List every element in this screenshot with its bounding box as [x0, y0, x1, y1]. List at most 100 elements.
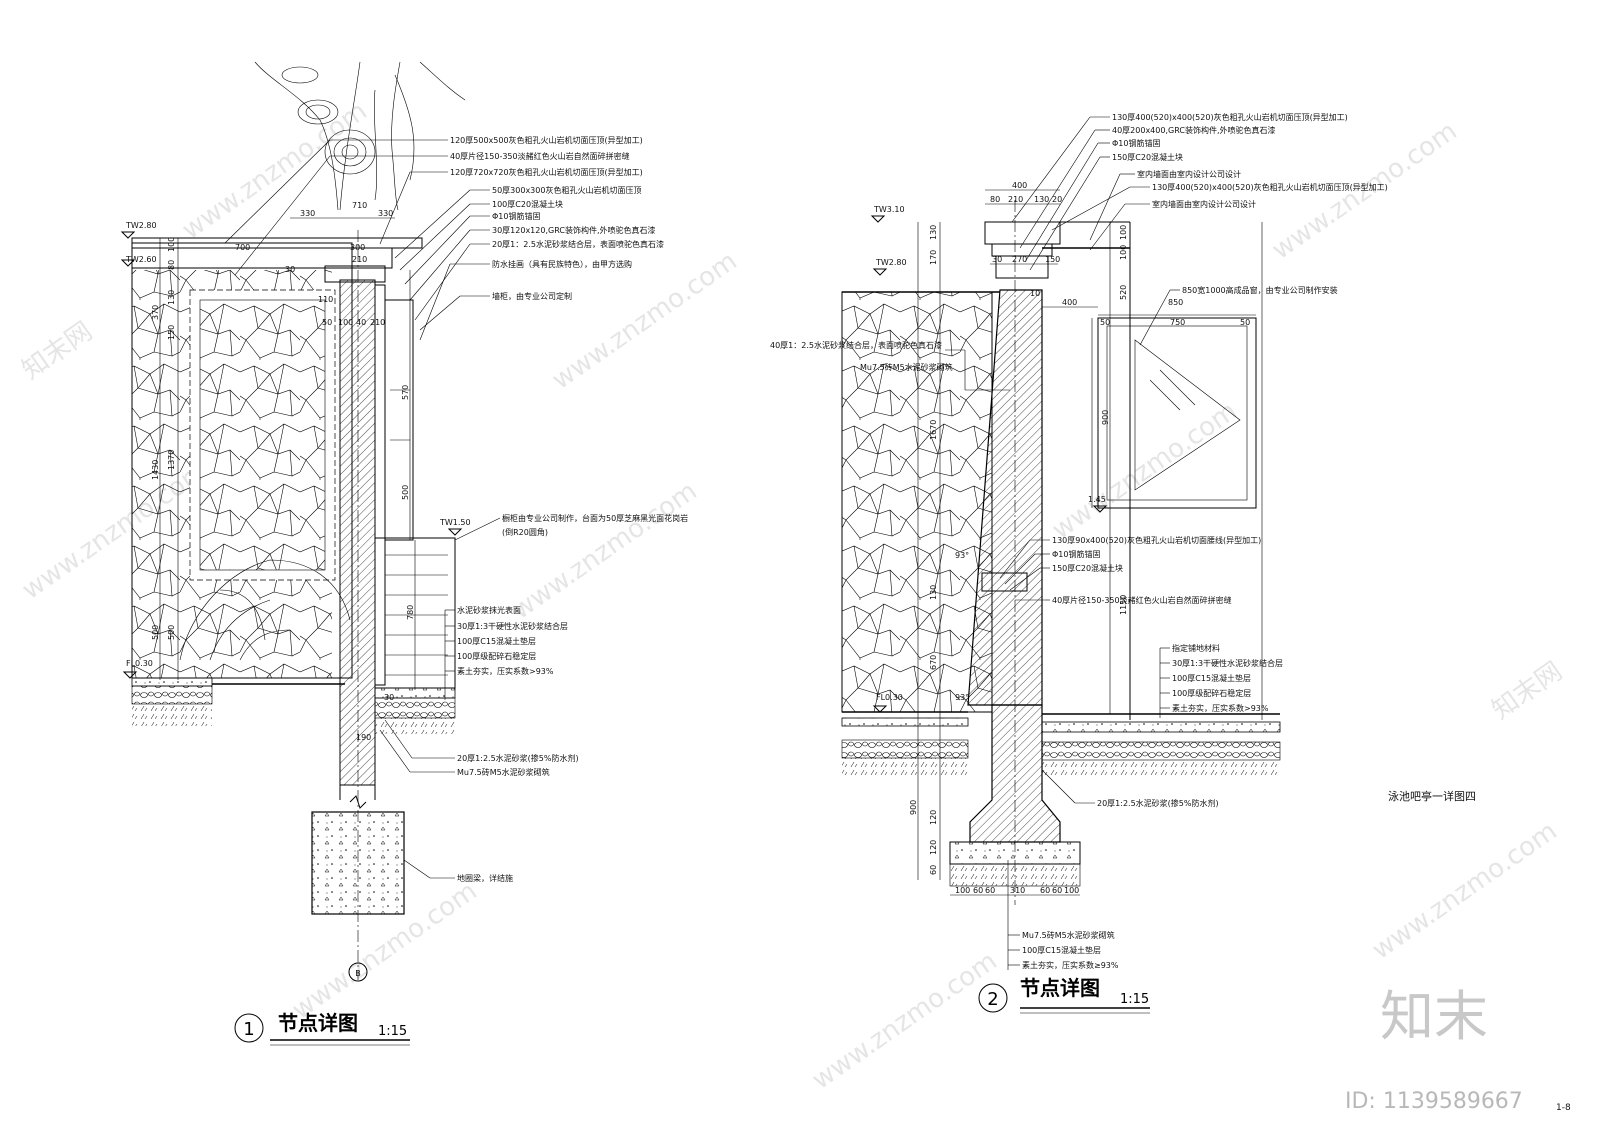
- dim-text: 50: [1240, 318, 1250, 327]
- annotation-label: 30厚1:3干硬性水泥砂浆结合层: [457, 621, 568, 631]
- dim-text: 100: [1064, 886, 1079, 895]
- annotation-label: 地圈梁，详结施: [457, 873, 513, 883]
- detail2-dims: 400 80 210 130 20 30 270 150 10 400 850 …: [909, 181, 1250, 895]
- dim-text: 900: [909, 800, 918, 815]
- detail-scale: 1:15: [1120, 992, 1149, 1007]
- annotation-label: Φ10钢筋锚固: [1112, 138, 1160, 148]
- detail-number-bubble: [978, 983, 1008, 1013]
- annotation-label: 130厚90x400(520)灰色粗孔火山岩机切面腰线(异型加工): [1052, 535, 1261, 545]
- dim-text: 210: [352, 255, 367, 264]
- dim-text: 60: [985, 886, 995, 895]
- annotation-label: Φ10钢筋锚固: [1052, 549, 1100, 559]
- dim-text: 10: [1030, 289, 1040, 298]
- level-mark: 1.45: [1088, 495, 1106, 504]
- stone-cladding: [841, 291, 993, 713]
- dim-text: 100: [167, 237, 176, 252]
- brick-column: [339, 279, 376, 786]
- dim-text: 130: [929, 585, 938, 600]
- dim-text: 670: [929, 655, 938, 670]
- detail1-labels: 120厚500x500灰色粗孔火山岩机切面压顶(异型加工) 40厚片径150-3…: [450, 135, 688, 883]
- annotation-label: 40厚片径150-350淡赭红色火山岩自然面碎拼密缝: [1052, 595, 1232, 605]
- annotation-label: 100厚级配碎石稳定层: [1172, 688, 1251, 698]
- dim-text: 780: [406, 605, 415, 620]
- level-mark: FL0.30: [876, 693, 903, 702]
- dim-text: 20: [1052, 195, 1062, 204]
- dim-text: 900: [1101, 410, 1110, 425]
- dim-text: 50: [322, 318, 332, 327]
- dim-text: 100: [338, 318, 353, 327]
- dim-text: 370: [151, 305, 160, 320]
- annotation-label: 50厚300x300灰色粗孔火山岩机切面压顶: [492, 185, 641, 195]
- annotation-label: Mu7.5砖M5水泥砂浆砌筑: [1022, 930, 1115, 940]
- level-mark: FL0.30: [126, 659, 153, 668]
- annotation-label: 室内墙面由室内设计公司设计: [1137, 169, 1241, 179]
- watermark-text: www.znzmo.com: [507, 476, 703, 626]
- dim-text: 100: [955, 886, 970, 895]
- dim-text: 100: [1119, 245, 1128, 260]
- detail-scale: 1:15: [378, 1024, 407, 1039]
- watermark-text: 知末网: [17, 316, 98, 385]
- annotation-label: 100厚级配碎石稳定层: [457, 651, 536, 661]
- detail-number: 2: [987, 989, 998, 1010]
- dim-text: 210: [370, 318, 385, 327]
- annotation-label: 130厚400(520)x400(520)灰色粗孔火山岩机切面压顶(异型加工): [1112, 112, 1348, 122]
- id-watermark: ID: 1139589667: [1345, 1089, 1523, 1114]
- annotation-label: 20厚1：2.5水泥砂浆结合层，表面喷驼色真石漆: [492, 239, 664, 249]
- dim-text: 1370: [167, 450, 176, 470]
- annotation-label: 850宽1000高成品窗，由专业公司制作安装: [1182, 285, 1338, 295]
- annotation-label: 150厚C20混凝土块: [1112, 152, 1183, 162]
- level-mark: TW2.60: [125, 255, 157, 264]
- annotation-label: 120厚720x720灰色粗孔火山岩机切面压顶(异型加工): [450, 167, 643, 177]
- column-cap: [984, 221, 1061, 245]
- window-frame: [1097, 317, 1257, 509]
- dim-text: 700: [235, 243, 250, 252]
- annotation-label: Φ10钢筋锚固: [492, 211, 540, 221]
- watermark-text: www.znzmo.com: [177, 96, 373, 246]
- annotation-label: 素土夯实，压实系数>93%: [1172, 703, 1269, 713]
- dim-text: 30: [384, 693, 394, 702]
- annotation-label: 20厚1:2.5水泥砂浆(掺5%防水剂): [457, 753, 579, 763]
- annotation-label: 100厚C20混凝土块: [492, 199, 563, 209]
- detail1-dims: 330 710 330 700 300 210 30 110 50 100 40…: [151, 201, 415, 742]
- dim-text: 130: [929, 225, 938, 240]
- leader-lines: [224, 139, 501, 879]
- dim-text: 120: [929, 810, 938, 825]
- annotation-label: 100厚C15混凝土垫层: [1172, 673, 1251, 683]
- dim-text: 130: [167, 290, 176, 305]
- watermark-text: www.znzmo.com: [1047, 396, 1243, 546]
- level-mark: TW1.50: [439, 518, 471, 527]
- dim-text: 100: [1119, 225, 1128, 240]
- dim-text: 60: [1040, 886, 1050, 895]
- dim-text: 520: [1119, 285, 1128, 300]
- annotation-label: Mu7.5砖M5水泥砂浆砌筑: [457, 767, 550, 777]
- dim-text: 60: [1052, 886, 1062, 895]
- detail-2: 130厚400(520)x400(520)灰色粗孔火山岩机切面压顶(异型加工) …: [770, 112, 1388, 1014]
- dim-text: 1430: [151, 460, 160, 480]
- annotation-label: 100厚C15混凝土垫层: [457, 636, 536, 646]
- dim-text: 50: [1100, 318, 1110, 327]
- detail-number-bubble: [234, 1013, 264, 1043]
- annotation-label: 指定铺地材料: [1172, 643, 1220, 653]
- axis-bubble: [348, 962, 368, 982]
- dim-text: 120: [929, 840, 938, 855]
- dim-text: 400: [1062, 298, 1077, 307]
- dim-text: 310: [1010, 886, 1025, 895]
- dim-text: 500: [151, 625, 160, 640]
- detail2-levels: TW3.10 TW2.80 1.45 FL0.30: [870, 205, 1108, 713]
- leader-lines: [945, 116, 1180, 970]
- sheet-code: 1-8: [1556, 1103, 1571, 1113]
- level-mark: TW3.10: [873, 205, 905, 214]
- annotation-label: 防水挂画（具有民族特色），由甲方选购: [492, 259, 632, 269]
- detail-title: 节点详图: [1020, 976, 1100, 1000]
- annotation-label: 130厚400(520)x400(520)灰色粗孔火山岩机切面压顶(异型加工): [1152, 182, 1388, 192]
- watermark-text: 知末网: [1487, 656, 1568, 725]
- dim-text: 130: [1034, 195, 1049, 204]
- angle-mark: 93°: [955, 551, 969, 560]
- dim-text: 40: [356, 318, 366, 327]
- annotation-label: Mu7.5砖M5水泥砂浆砌筑: [860, 362, 953, 372]
- dim-text: 30: [285, 265, 295, 274]
- dim-text: 60: [929, 865, 938, 875]
- annotation-label: 水泥砂浆抹光表面: [457, 605, 521, 615]
- dim-text: 710: [352, 201, 367, 210]
- dim-text: 750: [1170, 318, 1185, 327]
